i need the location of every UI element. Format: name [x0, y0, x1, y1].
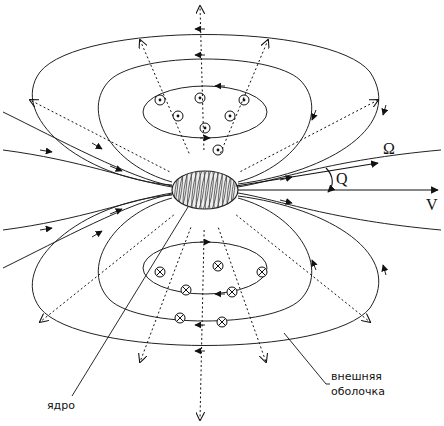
- cross-symbol: [257, 267, 267, 277]
- coil-winding: [225, 170, 237, 211]
- radiation-ray: [40, 215, 174, 322]
- dot-symbol: [225, 111, 235, 121]
- dot-symbol: [155, 95, 165, 105]
- cross-symbol: [155, 267, 165, 277]
- radiation-ray: [200, 6, 204, 150]
- coil-winding: [172, 170, 184, 211]
- leader-lines: [72, 207, 402, 396]
- cross-symbol: [181, 285, 191, 295]
- field-lines: [3, 29, 386, 187]
- current-out-symbols: [155, 93, 249, 155]
- radiation-ray: [218, 228, 266, 362]
- cross-symbol: [175, 313, 185, 323]
- radiation-ray: [200, 230, 204, 420]
- dot-symbol: [195, 93, 205, 103]
- core-label: ядро: [46, 398, 76, 413]
- radiation-rays: [30, 6, 378, 420]
- dot-symbol: [213, 145, 223, 155]
- coil-winding: [168, 170, 180, 211]
- radiation-ray: [236, 215, 370, 322]
- cross-symbol: [227, 287, 237, 297]
- radiation-ray: [30, 100, 169, 172]
- dot-symbol: [200, 123, 210, 133]
- radiation-ray: [140, 40, 189, 153]
- axes: [236, 163, 438, 192]
- radiation-ray: [140, 227, 191, 362]
- q-label: Q: [336, 170, 348, 188]
- cross-symbol: [217, 317, 227, 327]
- radiation-ray: [220, 40, 268, 153]
- field-lines-right: [238, 150, 441, 230]
- velocity-label: V: [426, 196, 438, 214]
- cross-symbol: [213, 261, 223, 271]
- dot-symbol: [239, 95, 249, 105]
- omega-label: Ω: [383, 140, 395, 158]
- radiation-ray: [240, 100, 378, 172]
- outer-shell-label: внешняя оболочка: [330, 369, 402, 399]
- core-coil: [168, 170, 242, 211]
